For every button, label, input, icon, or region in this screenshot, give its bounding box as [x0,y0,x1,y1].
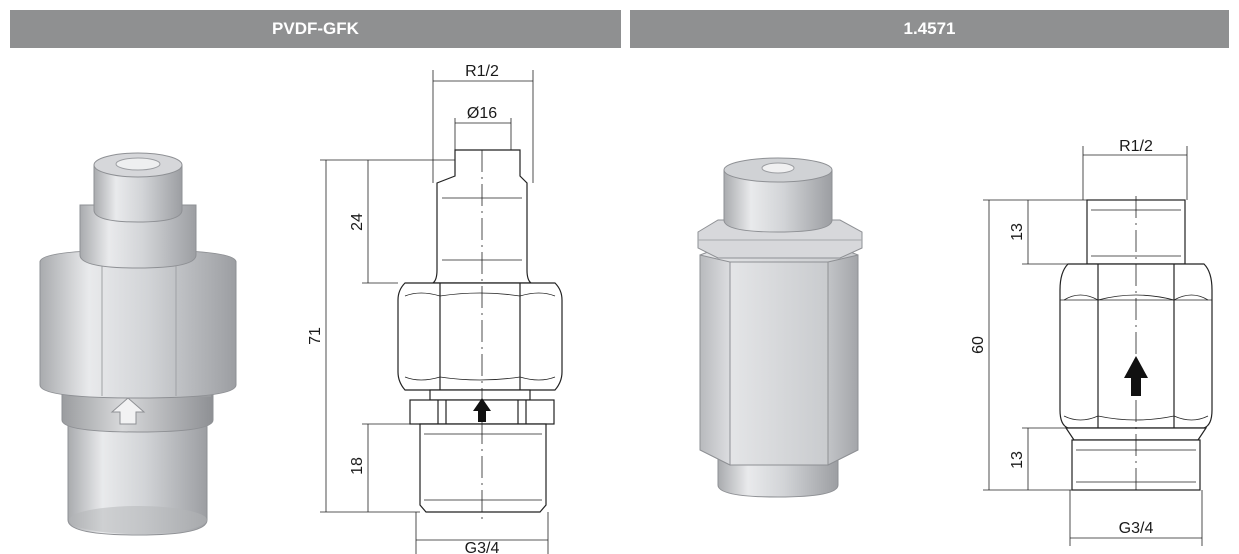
steel-technical-drawing [983,146,1213,546]
pvdf-valve-render [39,152,237,536]
pvdf-total-length-label: 71 [307,327,324,345]
steel-upper-length-label: 13 [1009,223,1026,241]
pvdf-top-thread-label: R1/2 [465,63,499,80]
steel-lower-length-label: 13 [1009,451,1026,469]
steel-bottom-thread-label: G3/4 [1119,520,1154,537]
material-header-steel-label: 1.4571 [903,19,956,38]
pvdf-technical-drawing [320,70,563,554]
pvdf-bottom-thread-label: G3/4 [465,540,500,554]
pvdf-upper-length-label: 24 [349,213,366,231]
steel-top-thread-label: R1/2 [1119,138,1153,155]
pvdf-tube-diameter-label: Ø16 [467,105,497,122]
steel-total-length-label: 60 [970,336,987,354]
material-header-pvdf-label: PVDF-GFK [272,19,359,38]
material-header-steel: 1.4571 [630,10,1229,48]
steel-valve-render [697,157,863,498]
material-header-pvdf: PVDF-GFK [10,10,621,48]
pvdf-lower-length-label: 18 [349,457,366,475]
